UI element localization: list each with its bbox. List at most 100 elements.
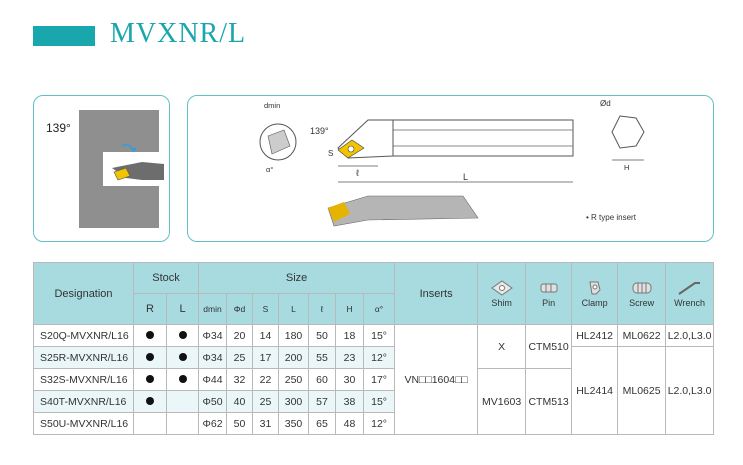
alpha-cell: 12° [363,412,396,435]
dmin-section [267,129,291,155]
stock-r-cell [133,368,167,391]
designation-cell: S50U-MVXNR/L16 [33,412,134,435]
bar-shank [392,119,574,157]
l-cell: 50 [308,324,337,347]
d-cell: 40 [226,390,254,413]
workpiece-upper [79,110,159,152]
stock-r-cell [133,390,167,413]
stock-l-cell [165,346,200,369]
designation-cell: S40T-MVXNR/L16 [33,390,134,413]
angle-label-left: 139° [46,121,71,135]
pin-cell: CTM513 [525,368,573,435]
d-cell: 20 [226,324,254,347]
stock-l-cell [165,412,200,435]
stock-r-cell [133,324,167,347]
s-cell: 14 [252,324,280,347]
d-header: Φd [226,293,254,325]
cross-section [611,115,645,149]
l-cell: 55 [308,346,337,369]
table-row: S20Q-MVXNR/L16 Φ34 20 14 180 50 18 15° V… [33,324,715,435]
l-header: ℓ [308,293,337,325]
dmin-cell: Φ50 [198,390,228,413]
tool-photo [327,195,479,227]
stock-l-cell [165,368,200,391]
H-cell: 18 [335,324,365,347]
designation-cell: S25R-MVXNR/L16 [33,346,134,369]
d-cell: 50 [226,412,254,435]
L-cell: 250 [278,368,310,391]
bore-diagram: 139° [46,110,164,228]
tool-photo-insert [328,202,350,222]
s-cell: 17 [252,346,280,369]
inserts-header: Inserts [394,262,479,325]
stock-l-cell [165,324,200,347]
L-cell: 200 [278,346,310,369]
stock-r-header: R [133,293,167,325]
pin-header: Pin [525,262,573,325]
clamp-label: Clamp [581,297,608,308]
bore-diagram-panel: 139° [33,95,170,242]
dmin-cell: Φ44 [198,368,228,391]
stock-header: Stock [132,262,200,294]
designation-header: Designation [33,262,134,325]
l-cell: 65 [308,412,337,435]
pin-cell: CTM510 [525,324,573,369]
screw-cell: ML0622 [617,324,667,347]
alpha-cell: 15° [363,390,396,413]
shim-header: Shim [477,262,527,325]
s-label: S [328,149,333,158]
in-stock-dot [146,352,154,361]
stock-l-header: L [165,293,200,325]
tool-diagram-panel: dmin α° 139° S ℓ L Ød H • R type insert [187,95,714,242]
h-label: H [624,163,629,172]
L-cell: 300 [278,390,310,413]
screw-icon [632,282,652,293]
in-stock-dot [178,374,187,383]
in-stock-dot [146,396,154,405]
table-row: S32S-MVXNR/L16 Φ44 32 22 250 60 30 17° M… [33,368,714,435]
designation-cell: S32S-MVXNR/L16 [33,368,134,391]
workpiece-wall [79,152,103,186]
alpha-header: α° [363,293,396,325]
dmin-label: dmin [264,101,280,110]
wrench-cell: L2.0,L3.0 [665,324,715,347]
insert-shape [113,167,131,181]
title-accent-bar [33,26,95,46]
shim-label: Shim [491,297,512,308]
shim-cell: MV1603 [477,368,527,435]
d-cell: 32 [226,368,254,391]
spec-table: Designation Stock Size Inserts Shim Pin … [33,262,715,435]
s-cell: 31 [252,412,280,435]
in-stock-dot [178,352,187,361]
L-cell: 180 [278,324,310,347]
l-small-label: ℓ [356,168,360,178]
dmin-cell: Φ34 [198,346,228,369]
screw-label: Screw [629,297,655,308]
wrench-cell: L2.0,L3.0 [665,346,715,435]
alpha-label: α° [266,165,273,174]
shim-icon [490,279,513,296]
H-header: H [335,293,365,325]
tool-diagram: dmin α° 139° S ℓ L Ød H • R type insert [259,99,645,227]
insert-hole [347,145,355,153]
alpha-cell: 17° [363,368,396,391]
alpha-cell: 15° [363,324,396,347]
in-stock-dot [146,374,154,383]
in-stock-dot [178,330,187,339]
angle-label-right: 139° [310,126,329,136]
designation-cell: S20Q-MVXNR/L16 [33,324,134,347]
l-cell: 57 [308,390,337,413]
page-title: MVXNR/L [110,18,247,49]
arrow-head [130,148,137,152]
s-header: S [252,293,280,325]
alpha-cell: 12° [363,346,396,369]
r-type-note: • R type insert [586,213,637,222]
L-cell: 350 [278,412,310,435]
clamp-icon [589,281,601,294]
screw-cell: ML0625 [617,346,667,435]
clamp-cell: HL2414 [571,346,619,435]
size-header: Size [198,262,396,294]
stock-l-cell [165,390,200,413]
screw-header: Screw [617,262,667,325]
od-label: Ød [600,99,611,108]
